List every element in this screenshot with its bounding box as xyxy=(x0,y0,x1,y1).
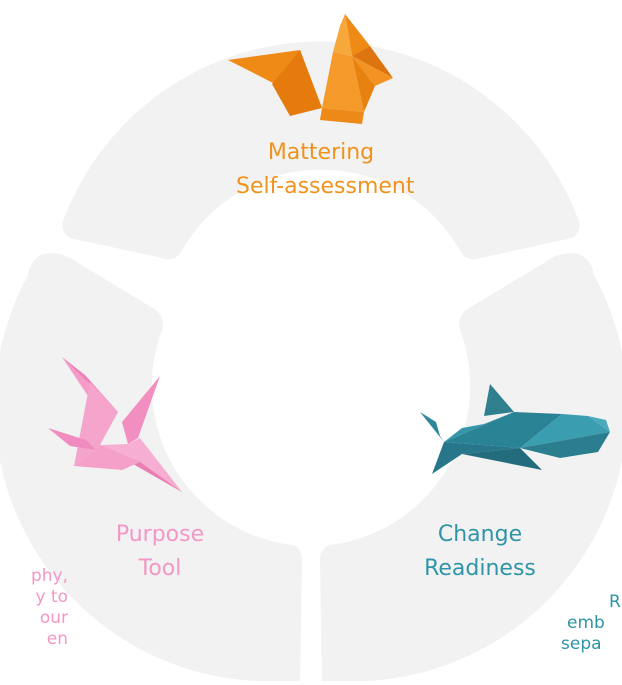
purpose-description-line: y to xyxy=(35,587,68,607)
origami-shark-icon xyxy=(420,384,610,474)
change-description-line: sepa xyxy=(561,634,602,654)
purpose-title-line2: Tool xyxy=(138,556,182,581)
origami-crane-icon xyxy=(48,357,182,492)
change-title-line1: Change xyxy=(437,522,523,547)
purpose-description-line: en xyxy=(46,629,68,649)
ring-segment-right[interactable] xyxy=(320,253,622,682)
change-description-line: emb xyxy=(567,613,605,633)
mattering-title-line2: Self-assessment xyxy=(236,174,415,199)
mattering-label[interactable]: Mattering Self-assessment xyxy=(236,136,415,204)
origami-fox-icon xyxy=(228,14,393,124)
change-label[interactable]: Change Readiness xyxy=(405,518,555,586)
change-description-line: R xyxy=(609,592,621,612)
change-title-line2: Readiness xyxy=(424,556,536,581)
purpose-description-line: phy, xyxy=(30,566,68,586)
change-description-fragment: R emb sepa xyxy=(555,592,622,655)
purpose-label[interactable]: Purpose Tool xyxy=(100,518,220,586)
ring-segment-top[interactable] xyxy=(62,41,580,260)
purpose-description-fragment: phy, y to our en xyxy=(0,566,68,650)
purpose-description-line: our xyxy=(39,608,68,628)
ring-center xyxy=(156,230,466,540)
purpose-title-line1: Purpose xyxy=(115,522,205,547)
mattering-title-line1: Mattering xyxy=(267,140,375,165)
